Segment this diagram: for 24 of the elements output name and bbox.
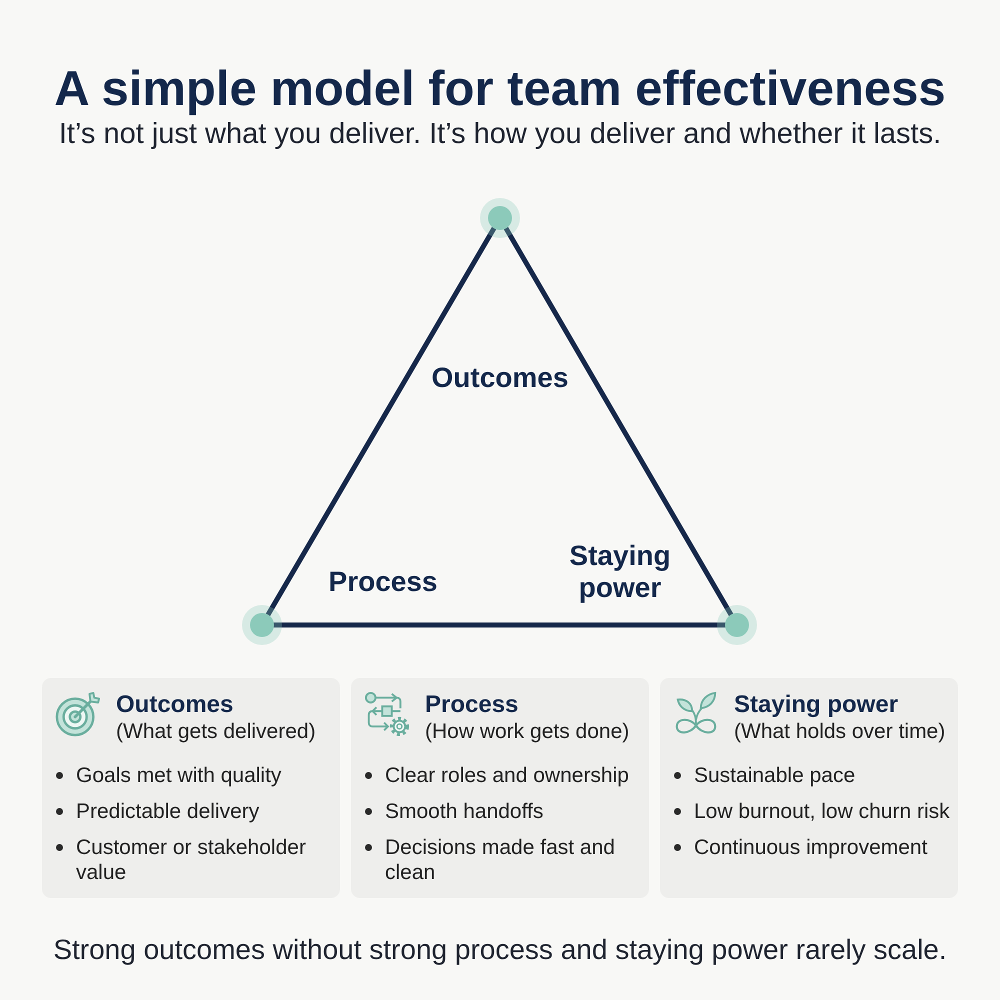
subtitle: It’s not just what you deliver. It’s how you deliver and whether it lasts. (58, 118, 942, 150)
info-card (351, 678, 649, 898)
corner-label: Process (328, 566, 438, 597)
info-card (660, 678, 958, 898)
card-heading: Process (425, 691, 518, 718)
bullet-text: Low burnout, low churn risk (694, 800, 950, 823)
card-subheading: (What gets delivered) (116, 720, 316, 743)
corner-label: Outcomes (432, 362, 568, 393)
bullet-text: Customer or stakeholder value (76, 836, 306, 884)
card-heading: Outcomes (116, 691, 234, 718)
bullet-text: Smooth handoffs (385, 800, 544, 823)
footer-note: Strong outcomes without strong process and staying power rarely scale. (53, 934, 947, 965)
card-heading: Staying power (734, 691, 898, 718)
card-subheading: (What holds over time) (734, 720, 946, 743)
info-card (42, 678, 340, 898)
bullet-text: Clear roles and ownership (385, 764, 629, 787)
card-subheading: (How work gets done) (425, 720, 630, 743)
corner-label: Staying power (569, 540, 671, 603)
bullet-text: Continuous improvement (694, 836, 928, 859)
bullet-text: Decisions made fast and clean (385, 836, 615, 884)
title: A simple model for team effectiveness (54, 62, 946, 116)
bullet-text: Goals met with quality (76, 764, 282, 787)
bullet-text: Sustainable pace (694, 764, 856, 787)
bullet-text: Predictable delivery (76, 800, 260, 823)
